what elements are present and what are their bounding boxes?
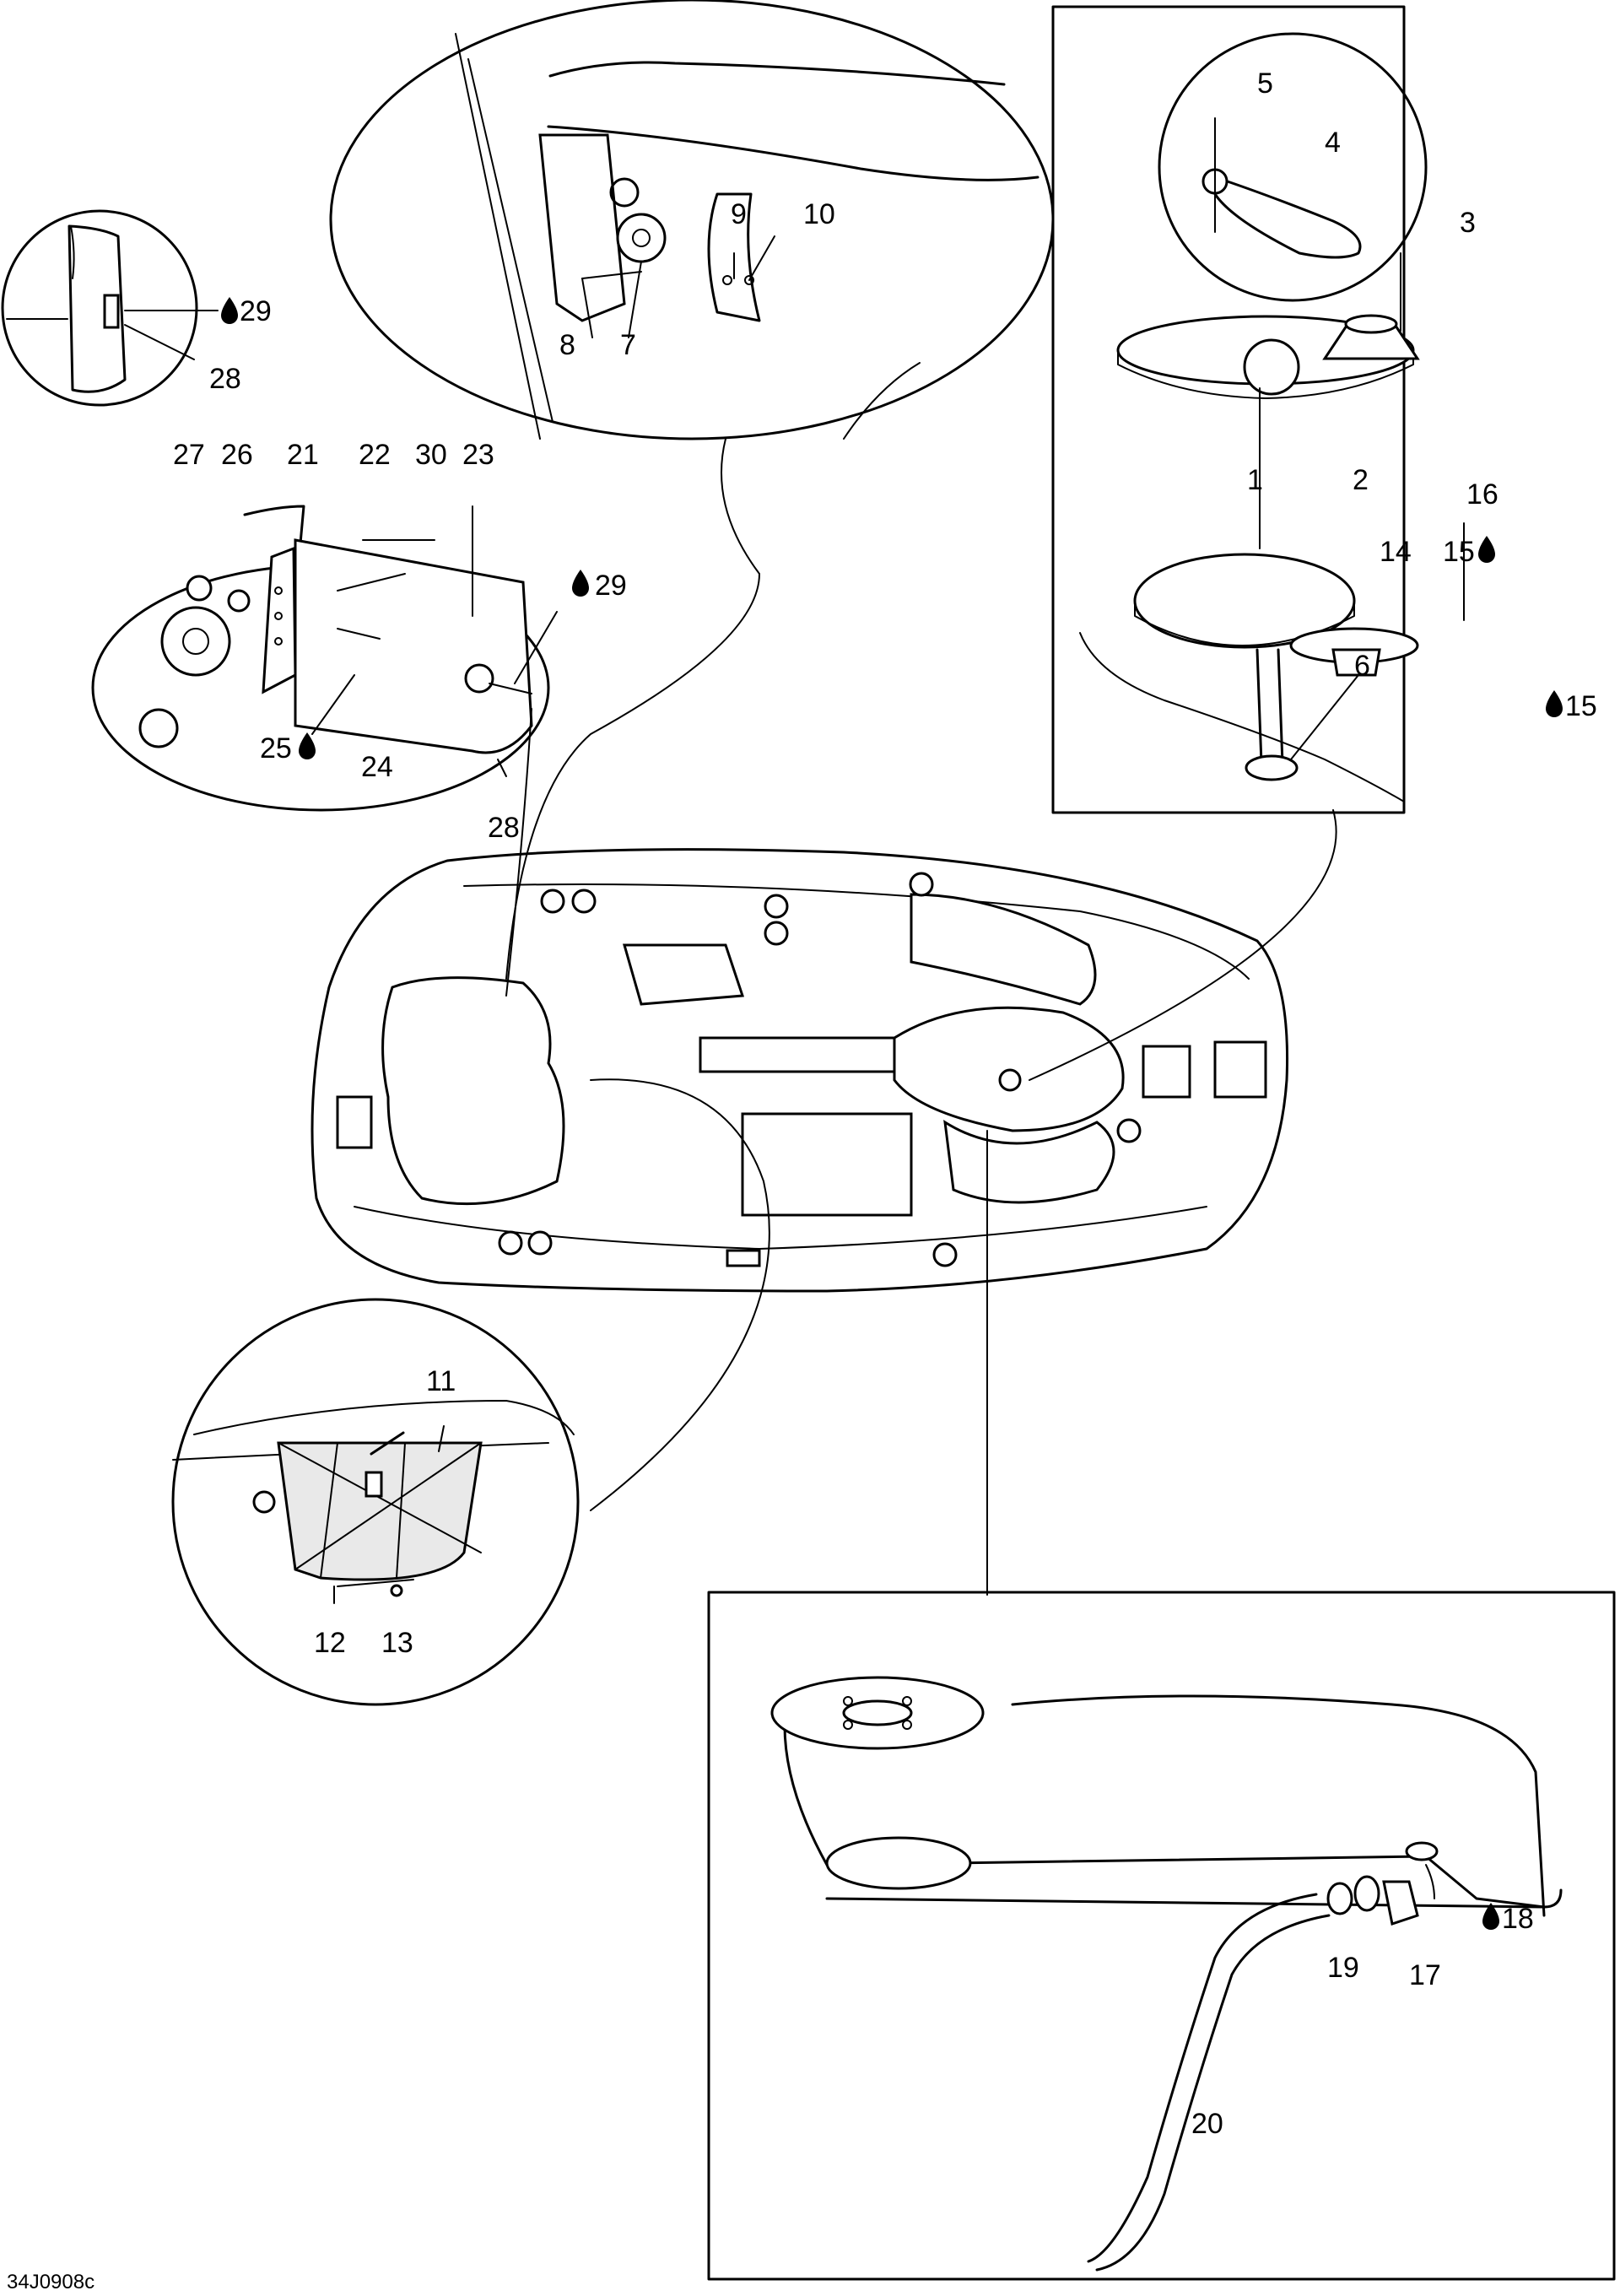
callout-19: 19 <box>1327 1952 1359 1984</box>
callout-10: 10 <box>803 198 835 230</box>
sealant-drop-icon <box>572 570 589 597</box>
callout-20: 20 <box>1191 2108 1223 2140</box>
deck-hull <box>310 438 1337 1596</box>
detail-circle-storage-lid <box>91 505 558 812</box>
callout-16: 16 <box>1466 478 1498 511</box>
sealant-drop-icon <box>221 297 238 324</box>
sealant-drop-icons <box>221 297 1563 1930</box>
callout-25: 25 <box>260 732 292 764</box>
callout-17: 17 <box>1409 1959 1441 1991</box>
callout-28b: 28 <box>488 812 520 844</box>
callout-8: 8 <box>559 329 575 361</box>
sealant-drop-icon <box>299 732 316 759</box>
callout-11: 11 <box>426 1365 456 1397</box>
callout-4: 4 <box>1325 127 1341 159</box>
callout-14: 14 <box>1380 536 1412 568</box>
callout-5: 5 <box>1257 68 1273 100</box>
callout-29b: 29 <box>595 570 627 602</box>
callout-6: 6 <box>1354 650 1370 682</box>
callout-22: 22 <box>359 439 391 471</box>
callout-21: 21 <box>287 439 319 471</box>
callout-26: 26 <box>221 439 253 471</box>
drawing-code: 34J0908c <box>7 2271 94 2293</box>
callout-30: 30 <box>415 439 447 471</box>
callout-12: 12 <box>314 1627 346 1659</box>
detail-box-drain <box>707 1591 1616 2281</box>
callout-9: 9 <box>731 198 747 230</box>
callout-7: 7 <box>620 329 636 361</box>
detail-circle-latch <box>1 209 219 407</box>
callout-13: 13 <box>381 1627 413 1659</box>
callout-23: 23 <box>462 439 494 471</box>
callout-2: 2 <box>1353 464 1369 496</box>
sealant-drop-icon <box>1478 536 1495 563</box>
callout-18: 18 <box>1502 1903 1534 1935</box>
sealant-drop-icon <box>1482 1903 1499 1930</box>
callout-24: 24 <box>361 751 393 783</box>
callout-28a: 28 <box>209 363 241 395</box>
callout-1: 1 <box>1247 464 1263 496</box>
callout-3: 3 <box>1460 207 1476 239</box>
callout-labels: 5 4 3 1 2 16 14 15 6 15 9 10 8 7 29 28 2… <box>173 68 1597 2140</box>
callout-29a: 29 <box>240 295 272 327</box>
callout-15b: 15 <box>1565 690 1597 722</box>
sealant-drop-icon <box>1546 690 1563 717</box>
callout-15a: 15 <box>1443 536 1475 568</box>
callout-27: 27 <box>173 439 205 471</box>
detail-box-table <box>1051 5 1465 814</box>
detail-circle-net <box>171 1298 580 1706</box>
detail-circle-fitting <box>329 0 1055 440</box>
